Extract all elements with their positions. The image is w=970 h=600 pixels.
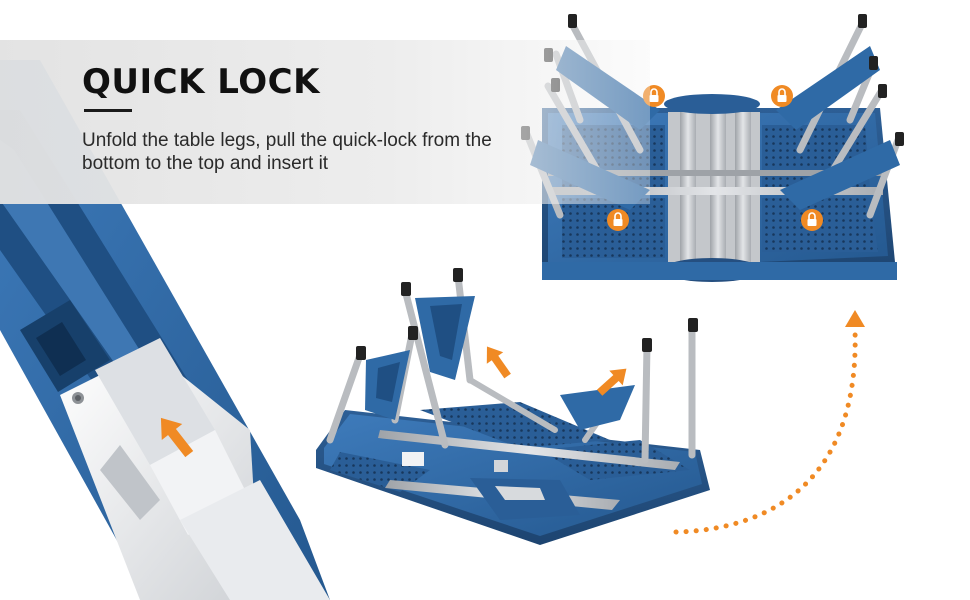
feature-title: QUICK LOCK: [82, 62, 320, 102]
padlock-icon: [771, 85, 793, 107]
table-top-view: [542, 94, 897, 282]
title-divider: [84, 109, 132, 112]
padlock-icon: [801, 209, 823, 231]
feature-description: Unfold the table legs, pull the quick-lo…: [82, 130, 492, 174]
table-legs-unfolding: [326, 268, 698, 464]
feature-banner: [0, 40, 650, 204]
arrow-up-icon: [596, 368, 627, 396]
table-unfolding-view: [316, 402, 710, 545]
arrow-up-icon: [160, 417, 194, 458]
dotted-curved-arrow-icon: [673, 310, 865, 535]
padlock-icon: [607, 209, 629, 231]
arrow-up-icon: [486, 346, 511, 379]
